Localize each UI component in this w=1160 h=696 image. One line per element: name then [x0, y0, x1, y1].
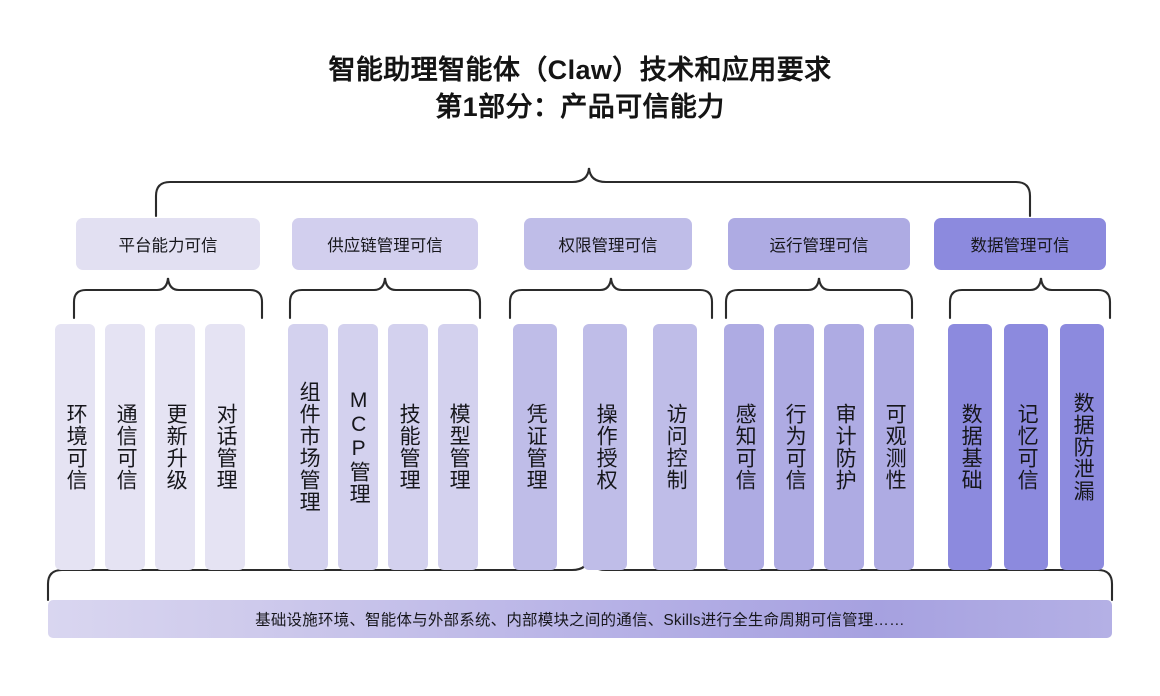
- leaf-box-3-2[interactable]: 操作授权: [583, 324, 627, 570]
- leaf-box-3-1[interactable]: 凭证管理: [513, 324, 557, 570]
- leaf-box-5-2[interactable]: 记忆可信: [1004, 324, 1048, 570]
- category-header-1[interactable]: 平台能力可信: [76, 218, 260, 270]
- summary-banner-label: 基础设施环境、智能体与外部系统、内部模块之间的通信、Skills进行全生命周期可…: [255, 612, 905, 629]
- group-brace-1: [72, 277, 264, 320]
- title-line-1: 智能助理智能体（Claw）技术和应用要求: [328, 55, 832, 85]
- leaf-label-2-2: MCP管理: [347, 389, 371, 505]
- category-header-4-label: 运行管理可信: [769, 237, 869, 255]
- leaf-box-4-2[interactable]: 行为可信: [774, 324, 814, 570]
- leaf-box-2-3[interactable]: 技能管理: [388, 324, 428, 570]
- leaf-label-5-2: 记忆可信: [1015, 403, 1039, 491]
- category-header-4[interactable]: 运行管理可信: [728, 218, 910, 270]
- leaf-box-1-1[interactable]: 环境可信: [55, 324, 95, 570]
- page-title: 智能助理智能体（Claw）技术和应用要求 第1部分：产品可信能力: [0, 52, 1160, 127]
- leaf-box-1-2[interactable]: 通信可信: [105, 324, 145, 570]
- group-brace-5: [948, 277, 1112, 320]
- leaf-box-3-3[interactable]: 访问控制: [653, 324, 697, 570]
- leaf-label-3-2: 操作授权: [594, 403, 618, 491]
- leaf-label-2-3: 技能管理: [397, 403, 421, 491]
- leaf-label-1-3: 更新升级: [164, 403, 188, 491]
- leaf-label-3-3: 访问控制: [664, 403, 688, 491]
- leaf-label-4-2: 行为可信: [783, 403, 807, 491]
- leaf-label-4-1: 感知可信: [733, 403, 757, 491]
- leaf-label-1-2: 通信可信: [114, 403, 138, 491]
- leaf-label-4-4: 可观测性: [883, 403, 907, 491]
- category-header-3-label: 权限管理可信: [558, 237, 658, 255]
- leaf-label-1-1: 环境可信: [64, 403, 88, 491]
- title-line-2: 第1部分：产品可信能力: [435, 92, 725, 123]
- leaf-box-4-1[interactable]: 感知可信: [724, 324, 764, 570]
- root-brace: [154, 167, 1032, 218]
- leaf-label-2-1: 组件市场管理: [297, 381, 321, 513]
- leaf-box-2-1[interactable]: 组件市场管理: [288, 324, 328, 570]
- leaf-box-4-4[interactable]: 可观测性: [874, 324, 914, 570]
- leaf-label-5-3: 数据防泄漏: [1071, 392, 1095, 502]
- leaf-box-2-2[interactable]: MCP管理: [338, 324, 378, 570]
- leaf-label-4-3: 审计防护: [833, 403, 857, 491]
- category-header-3[interactable]: 权限管理可信: [524, 218, 692, 270]
- category-header-2-label: 供应链管理可信: [327, 237, 443, 255]
- leaf-box-5-3[interactable]: 数据防泄漏: [1060, 324, 1104, 570]
- category-header-2[interactable]: 供应链管理可信: [292, 218, 478, 270]
- leaf-label-2-4: 模型管理: [447, 403, 471, 491]
- leaf-box-5-1[interactable]: 数据基础: [948, 324, 992, 570]
- leaf-label-5-1: 数据基础: [959, 403, 983, 491]
- leaf-box-1-3[interactable]: 更新升级: [155, 324, 195, 570]
- group-brace-4: [724, 277, 914, 320]
- leaf-box-1-4[interactable]: 对话管理: [205, 324, 245, 570]
- leaf-box-4-3[interactable]: 审计防护: [824, 324, 864, 570]
- leaf-label-3-1: 凭证管理: [524, 403, 548, 491]
- leaf-box-2-4[interactable]: 模型管理: [438, 324, 478, 570]
- category-header-5-label: 数据管理可信: [970, 237, 1070, 255]
- summary-banner: 基础设施环境、智能体与外部系统、内部模块之间的通信、Skills进行全生命周期可…: [48, 600, 1112, 638]
- category-header-1-label: 平台能力可信: [118, 237, 218, 255]
- group-brace-2: [288, 277, 482, 320]
- group-brace-3: [508, 277, 714, 320]
- category-header-5[interactable]: 数据管理可信: [934, 218, 1106, 270]
- leaf-label-1-4: 对话管理: [214, 403, 238, 491]
